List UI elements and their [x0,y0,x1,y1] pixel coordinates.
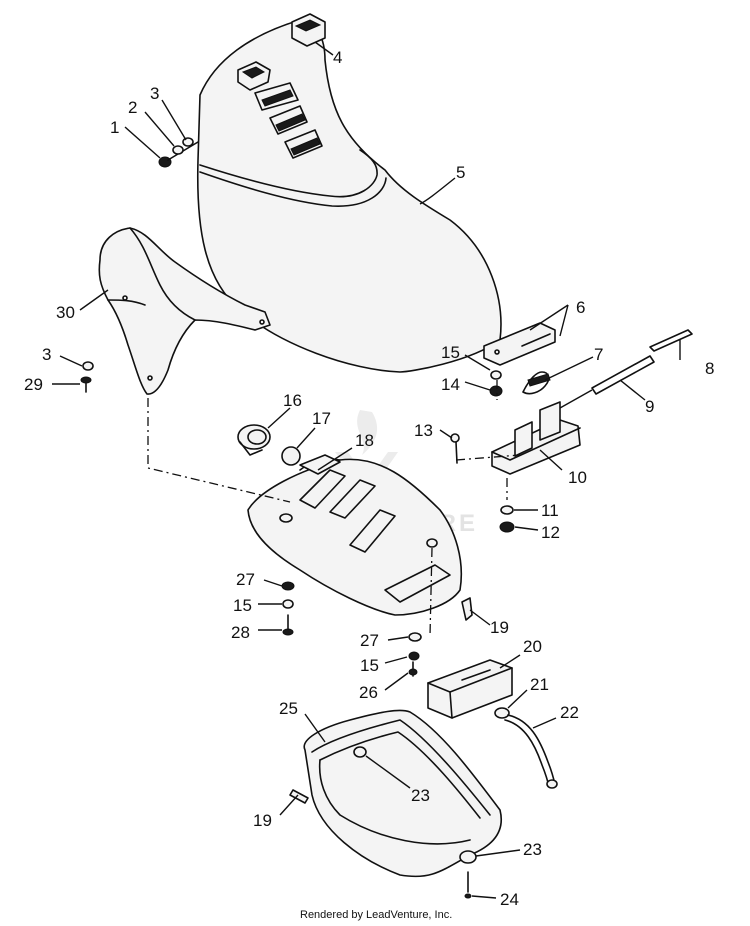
callout-27-left: 27 [236,570,255,589]
assembly-lines [147,380,521,637]
spring-part-7 [522,371,551,395]
hose-part-21-22 [494,707,558,789]
callout-30: 30 [56,303,75,322]
leader-lines [52,41,681,899]
callout-21: 21 [530,675,549,694]
tray-part-25 [303,709,502,878]
callout-3-left: 3 [42,345,51,364]
plug-part-17 [281,446,301,466]
callout-19-upper: 19 [490,618,509,637]
callout-18: 18 [355,431,374,450]
heat-shield-part-30 [98,227,271,395]
callout-4: 4 [333,48,342,67]
seat-part-5 [196,19,502,373]
callout-16: 16 [283,391,302,410]
grommet-part-16 [237,424,271,456]
callout-28: 28 [231,623,250,642]
callout-23-upper: 23 [411,786,430,805]
callout-6: 6 [576,298,585,317]
callout-12: 12 [541,523,560,542]
pin-part-19 [289,789,309,804]
latch-part-4 [237,13,326,91]
callout-29: 29 [24,375,43,394]
fastener-group-3-29 [80,361,94,393]
callout-25: 25 [279,699,298,718]
nut-group-11-12 [499,478,515,533]
callout-11: 11 [541,501,559,520]
fastener-group-27-15-26 [408,632,422,677]
callout-5: 5 [456,163,465,182]
credit-line: Rendered by LeadVenture, Inc. [300,909,452,921]
rod-part-9 [559,355,655,409]
fastener-group-14-15 [489,370,503,397]
callout-19-lower: 19 [253,811,272,830]
callout-14: 14 [441,375,460,394]
callout-3-top: 3 [150,84,159,103]
callout-24: 24 [500,890,519,909]
screw-part-24 [464,871,472,899]
fastener-group-1-2-3 [158,137,199,168]
callout-13: 13 [414,421,433,440]
callout-22: 22 [560,703,579,722]
callout-1: 1 [110,118,119,137]
callout-2: 2 [128,98,137,117]
callout-15-left: 15 [233,596,252,615]
callout-15-mid: 15 [360,656,379,675]
callout-20: 20 [523,637,542,656]
callout-10: 10 [568,468,587,487]
callout-labels: 1 2 3 4 5 6 7 8 9 10 11 12 13 14 15 16 1… [24,48,714,909]
callout-8: 8 [705,359,714,378]
callout-7: 7 [594,345,603,364]
filter-part-20 [427,659,513,719]
cover-part-18 [247,454,463,616]
callout-23-lower: 23 [523,840,542,859]
callout-15-right: 15 [441,343,460,362]
callout-17: 17 [312,409,331,428]
fastener-group-27-15-28 [281,581,295,636]
callout-26: 26 [359,683,378,702]
rod-part-8 [649,329,693,352]
screw-part-13 [450,433,460,464]
clip-part-19 [461,597,473,621]
latch-base-part-10 [491,401,581,475]
callout-9: 9 [645,397,654,416]
callout-27-right: 27 [360,631,379,650]
